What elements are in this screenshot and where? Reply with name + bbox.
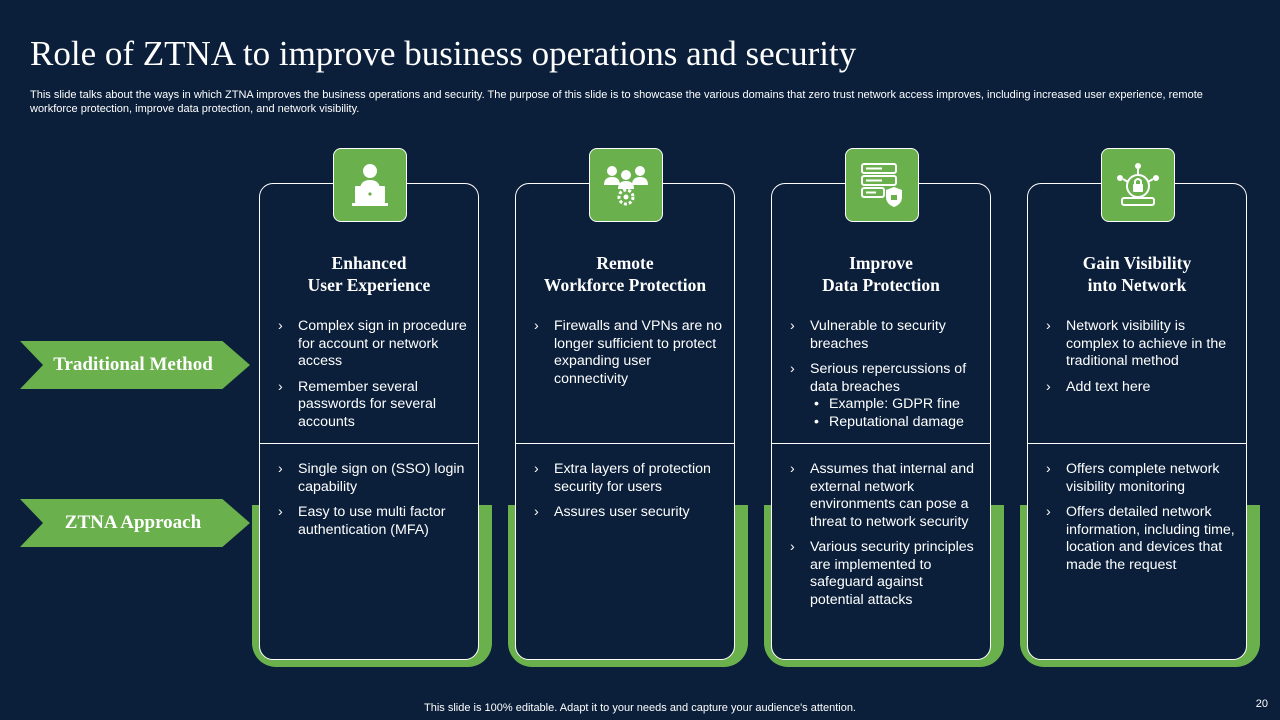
list-item: Assumes that internal and external netwo… xyxy=(790,461,980,531)
traditional-section: Vulnerable to security breaches Serious … xyxy=(790,318,980,439)
list-item: Offers detailed network information, inc… xyxy=(1046,504,1236,574)
traditional-section: Firewalls and VPNs are no longer suffici… xyxy=(534,318,724,396)
team-gear-icon xyxy=(589,148,663,222)
card-improve-data-protection: Improve Data Protection Vulnerable to se… xyxy=(771,183,991,660)
ztna-section: Offers complete network visibility monit… xyxy=(1046,461,1236,582)
list-item: Offers complete network visibility monit… xyxy=(1046,461,1236,496)
card-title: Enhanced User Experience xyxy=(270,252,468,296)
card-title-line1: Gain Visibility xyxy=(1082,253,1192,273)
list-item: Serious repercussions of data breaches E… xyxy=(790,361,980,431)
list-item: Add text here xyxy=(1046,379,1236,397)
card-title-line1: Improve xyxy=(849,253,913,273)
slide-subtitle: This slide talks about the ways in which… xyxy=(30,89,1203,115)
traditional-method-label: Traditional Method xyxy=(20,341,250,389)
card-title: Improve Data Protection xyxy=(782,252,980,296)
list-item: Complex sign in procedure for account or… xyxy=(278,318,468,371)
traditional-section: Network visibility is complex to achieve… xyxy=(1046,318,1236,404)
card-enhanced-user-experience: Enhanced User Experience Complex sign in… xyxy=(259,183,479,660)
list-item: Easy to use multi factor authentication … xyxy=(278,504,468,539)
list-item: Single sign on (SSO) login capability xyxy=(278,461,468,496)
page-number: 20 xyxy=(1255,698,1268,710)
card-title-line2: Workforce Protection xyxy=(543,275,707,295)
divider xyxy=(516,443,734,444)
ztna-approach-label: ZTNA Approach xyxy=(20,499,250,547)
ztna-section: Extra layers of protection security for … xyxy=(534,461,724,530)
card-title: Gain Visibility into Network xyxy=(1038,252,1236,296)
user-laptop-icon xyxy=(333,148,407,222)
card-gain-visibility: Gain Visibility into Network Network vis… xyxy=(1027,183,1247,660)
divider xyxy=(260,443,478,444)
divider xyxy=(1028,443,1246,444)
divider xyxy=(772,443,990,444)
slide-title: Role of ZTNA to improve business operati… xyxy=(30,34,857,73)
card-title-line1: Enhanced xyxy=(331,253,407,273)
card-title-line2: into Network xyxy=(1087,275,1187,295)
server-shield-icon xyxy=(845,148,919,222)
list-item: Various security principles are implemen… xyxy=(790,539,980,609)
card-remote-workforce-protection: Remote Workforce Protection Firewalls an… xyxy=(515,183,735,660)
card-title-line1: Remote xyxy=(596,253,654,273)
sub-list-item: Reputational damage xyxy=(810,414,980,432)
list-item: Firewalls and VPNs are no longer suffici… xyxy=(534,318,724,388)
sub-list-item: Example: GDPR fine xyxy=(810,396,980,414)
card-title-line2: User Experience xyxy=(307,275,431,295)
card-title: Remote Workforce Protection xyxy=(526,252,724,296)
ztna-section: Single sign on (SSO) login capability Ea… xyxy=(278,461,468,547)
footer-note: This slide is 100% editable. Adapt it to… xyxy=(424,702,856,714)
network-lock-icon xyxy=(1101,148,1175,222)
traditional-section: Complex sign in procedure for account or… xyxy=(278,318,468,439)
list-item: Network visibility is complex to achieve… xyxy=(1046,318,1236,371)
list-item-text: Serious repercussions of data breaches xyxy=(810,361,967,395)
list-item: Remember several passwords for several a… xyxy=(278,379,468,432)
card-title-line2: Data Protection xyxy=(822,275,940,295)
ztna-section: Assumes that internal and external netwo… xyxy=(790,461,980,617)
list-item: Assures user security xyxy=(534,504,724,522)
list-item: Vulnerable to security breaches xyxy=(790,318,980,353)
list-item: Extra layers of protection security for … xyxy=(534,461,724,496)
